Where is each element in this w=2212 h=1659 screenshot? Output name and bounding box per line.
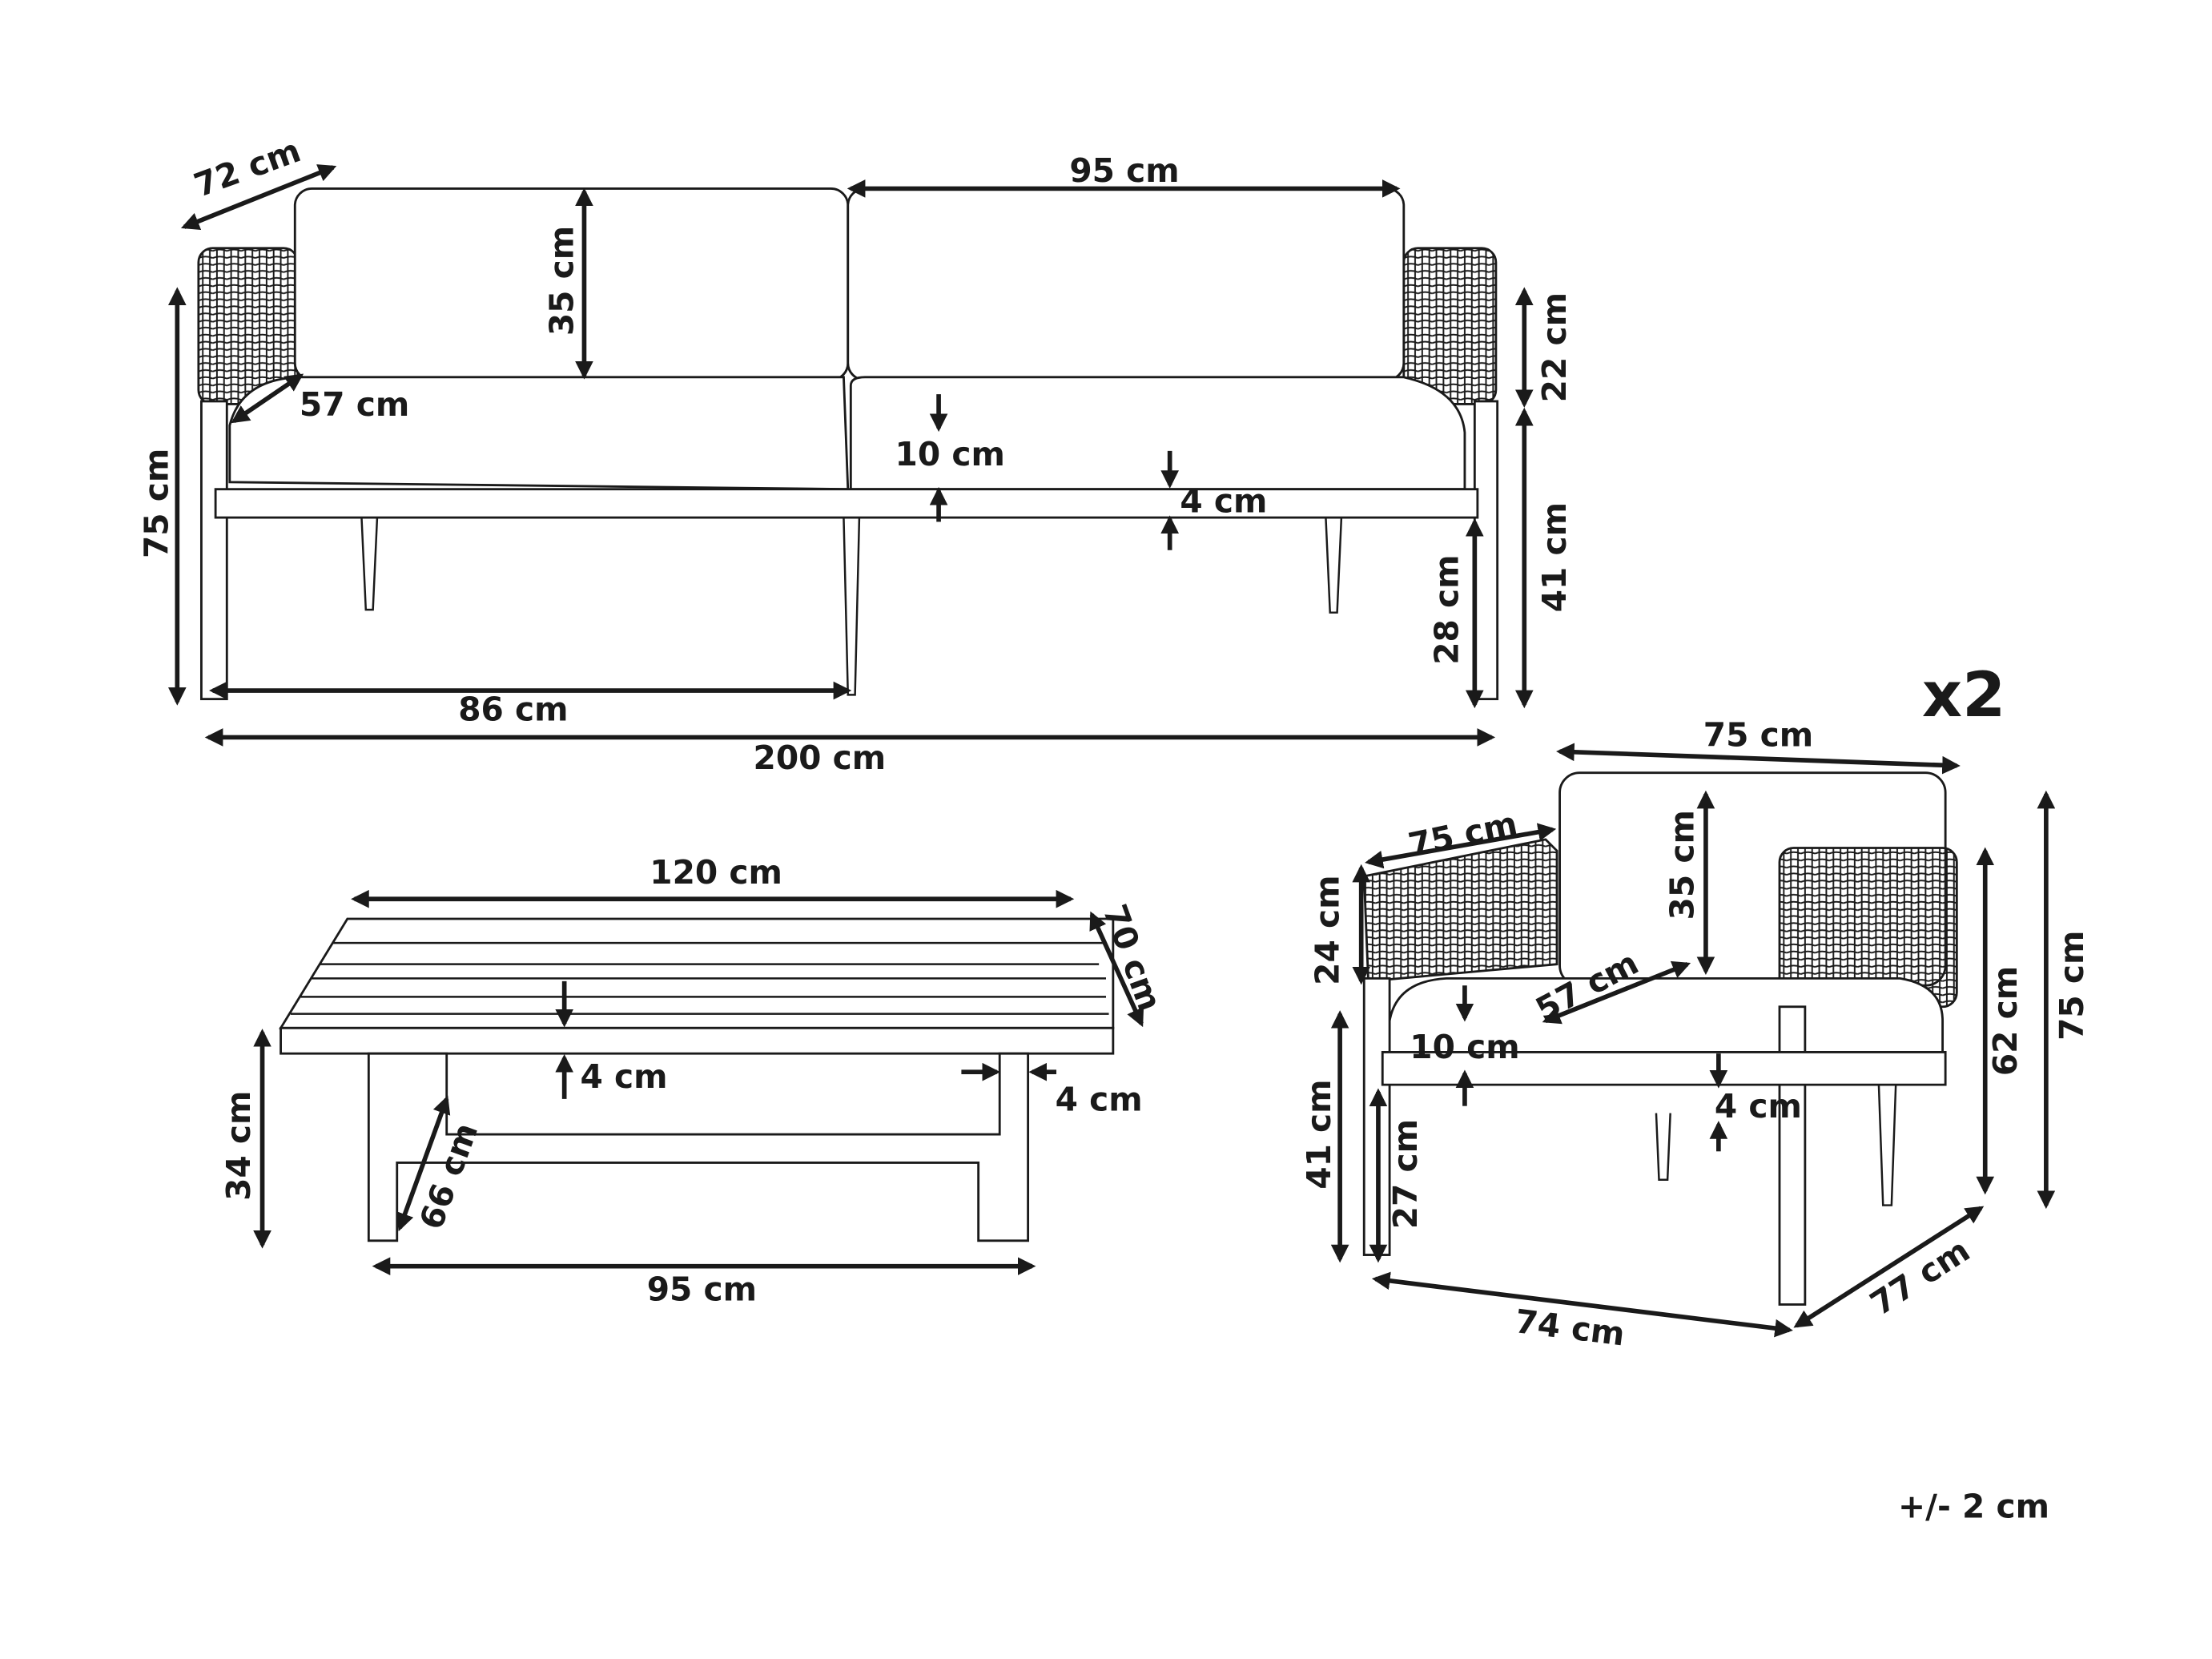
chair-frame-thickness-label: 4 cm — [1715, 1087, 1802, 1125]
sofa-seat-cushion-label: 10 cm — [895, 435, 1005, 473]
sofa-total-height-label: 75 cm — [137, 449, 175, 558]
table-drawing — [279, 917, 1115, 1242]
chair-leg-height-label: 27 cm — [1386, 1119, 1425, 1229]
sofa-depth-label: 72 cm — [189, 131, 306, 205]
table-inner-width-label: 95 cm — [647, 1270, 757, 1309]
sofa-frame-thickness-label: 4 cm — [1180, 481, 1267, 520]
sofa-total-width-label: 200 cm — [754, 739, 887, 777]
sofa-dimensions: 72 cm 95 cm 35 cm 22 cm 57 cm 10 cm 4 cm… — [137, 131, 1574, 777]
sofa-drawing — [197, 187, 1499, 701]
chair-back-cushion-height-label: 35 cm — [1663, 810, 1701, 920]
chair-dimensions: x2 75 cm 75 cm 35 cm 24 cm 57 cm 10 cm 4… — [1300, 659, 2091, 1353]
chair-armrest-height-label: 24 cm — [1309, 876, 1347, 985]
chair-armrest-top-height-label: 62 cm — [1986, 966, 2025, 1076]
chair-top-width-label: 75 cm — [1703, 715, 1813, 754]
sofa-leg-height-label: 28 cm — [1427, 554, 1466, 664]
sofa-armrest-height-label: 22 cm — [1535, 292, 1574, 402]
table-height-label: 34 cm — [219, 1091, 258, 1201]
table-width-label: 120 cm — [650, 853, 782, 892]
sofa-seat-depth-label: 57 cm — [300, 385, 409, 424]
chair-seat-height-label: 41 cm — [1300, 1079, 1338, 1189]
sofa-inner-width-label: 86 cm — [458, 691, 568, 729]
sofa-seat-height-label: 41 cm — [1535, 502, 1574, 612]
sofa-back-cushion-height-label: 35 cm — [543, 226, 581, 336]
sofa-cushion-width-label: 95 cm — [1069, 151, 1179, 190]
chair-total-height-label: 75 cm — [2053, 931, 2091, 1041]
chair-seat-cushion-label: 10 cm — [1410, 1028, 1519, 1066]
table-leg-thickness-label: 4 cm — [1056, 1080, 1143, 1118]
tolerance-note: +/- 2 cm — [1898, 1487, 2049, 1525]
chair-quantity-label: x2 — [1922, 659, 2005, 731]
table-top-thickness-label: 4 cm — [580, 1057, 667, 1096]
